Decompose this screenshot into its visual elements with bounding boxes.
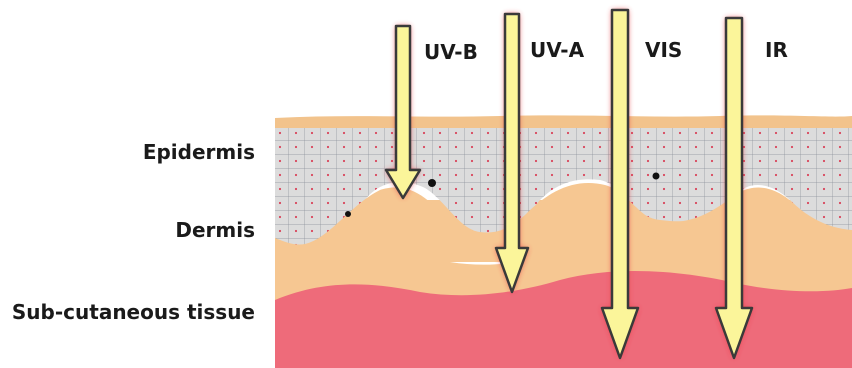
uvb-label: UV-B	[424, 40, 478, 64]
vis-label: VIS	[645, 38, 682, 62]
subcutaneous-label: Sub-cutaneous tissue	[12, 300, 255, 324]
epidermis-label: Epidermis	[143, 140, 255, 164]
uvb-arrow	[386, 26, 420, 198]
dermis-label: Dermis	[175, 218, 255, 242]
melanocyte-dot	[428, 179, 436, 187]
melanocyte-dot	[345, 211, 351, 217]
uva-label: UV-A	[530, 38, 584, 62]
melanocyte-dot	[653, 173, 660, 180]
stratum-corneum	[275, 115, 852, 128]
ir-label: IR	[765, 38, 788, 62]
